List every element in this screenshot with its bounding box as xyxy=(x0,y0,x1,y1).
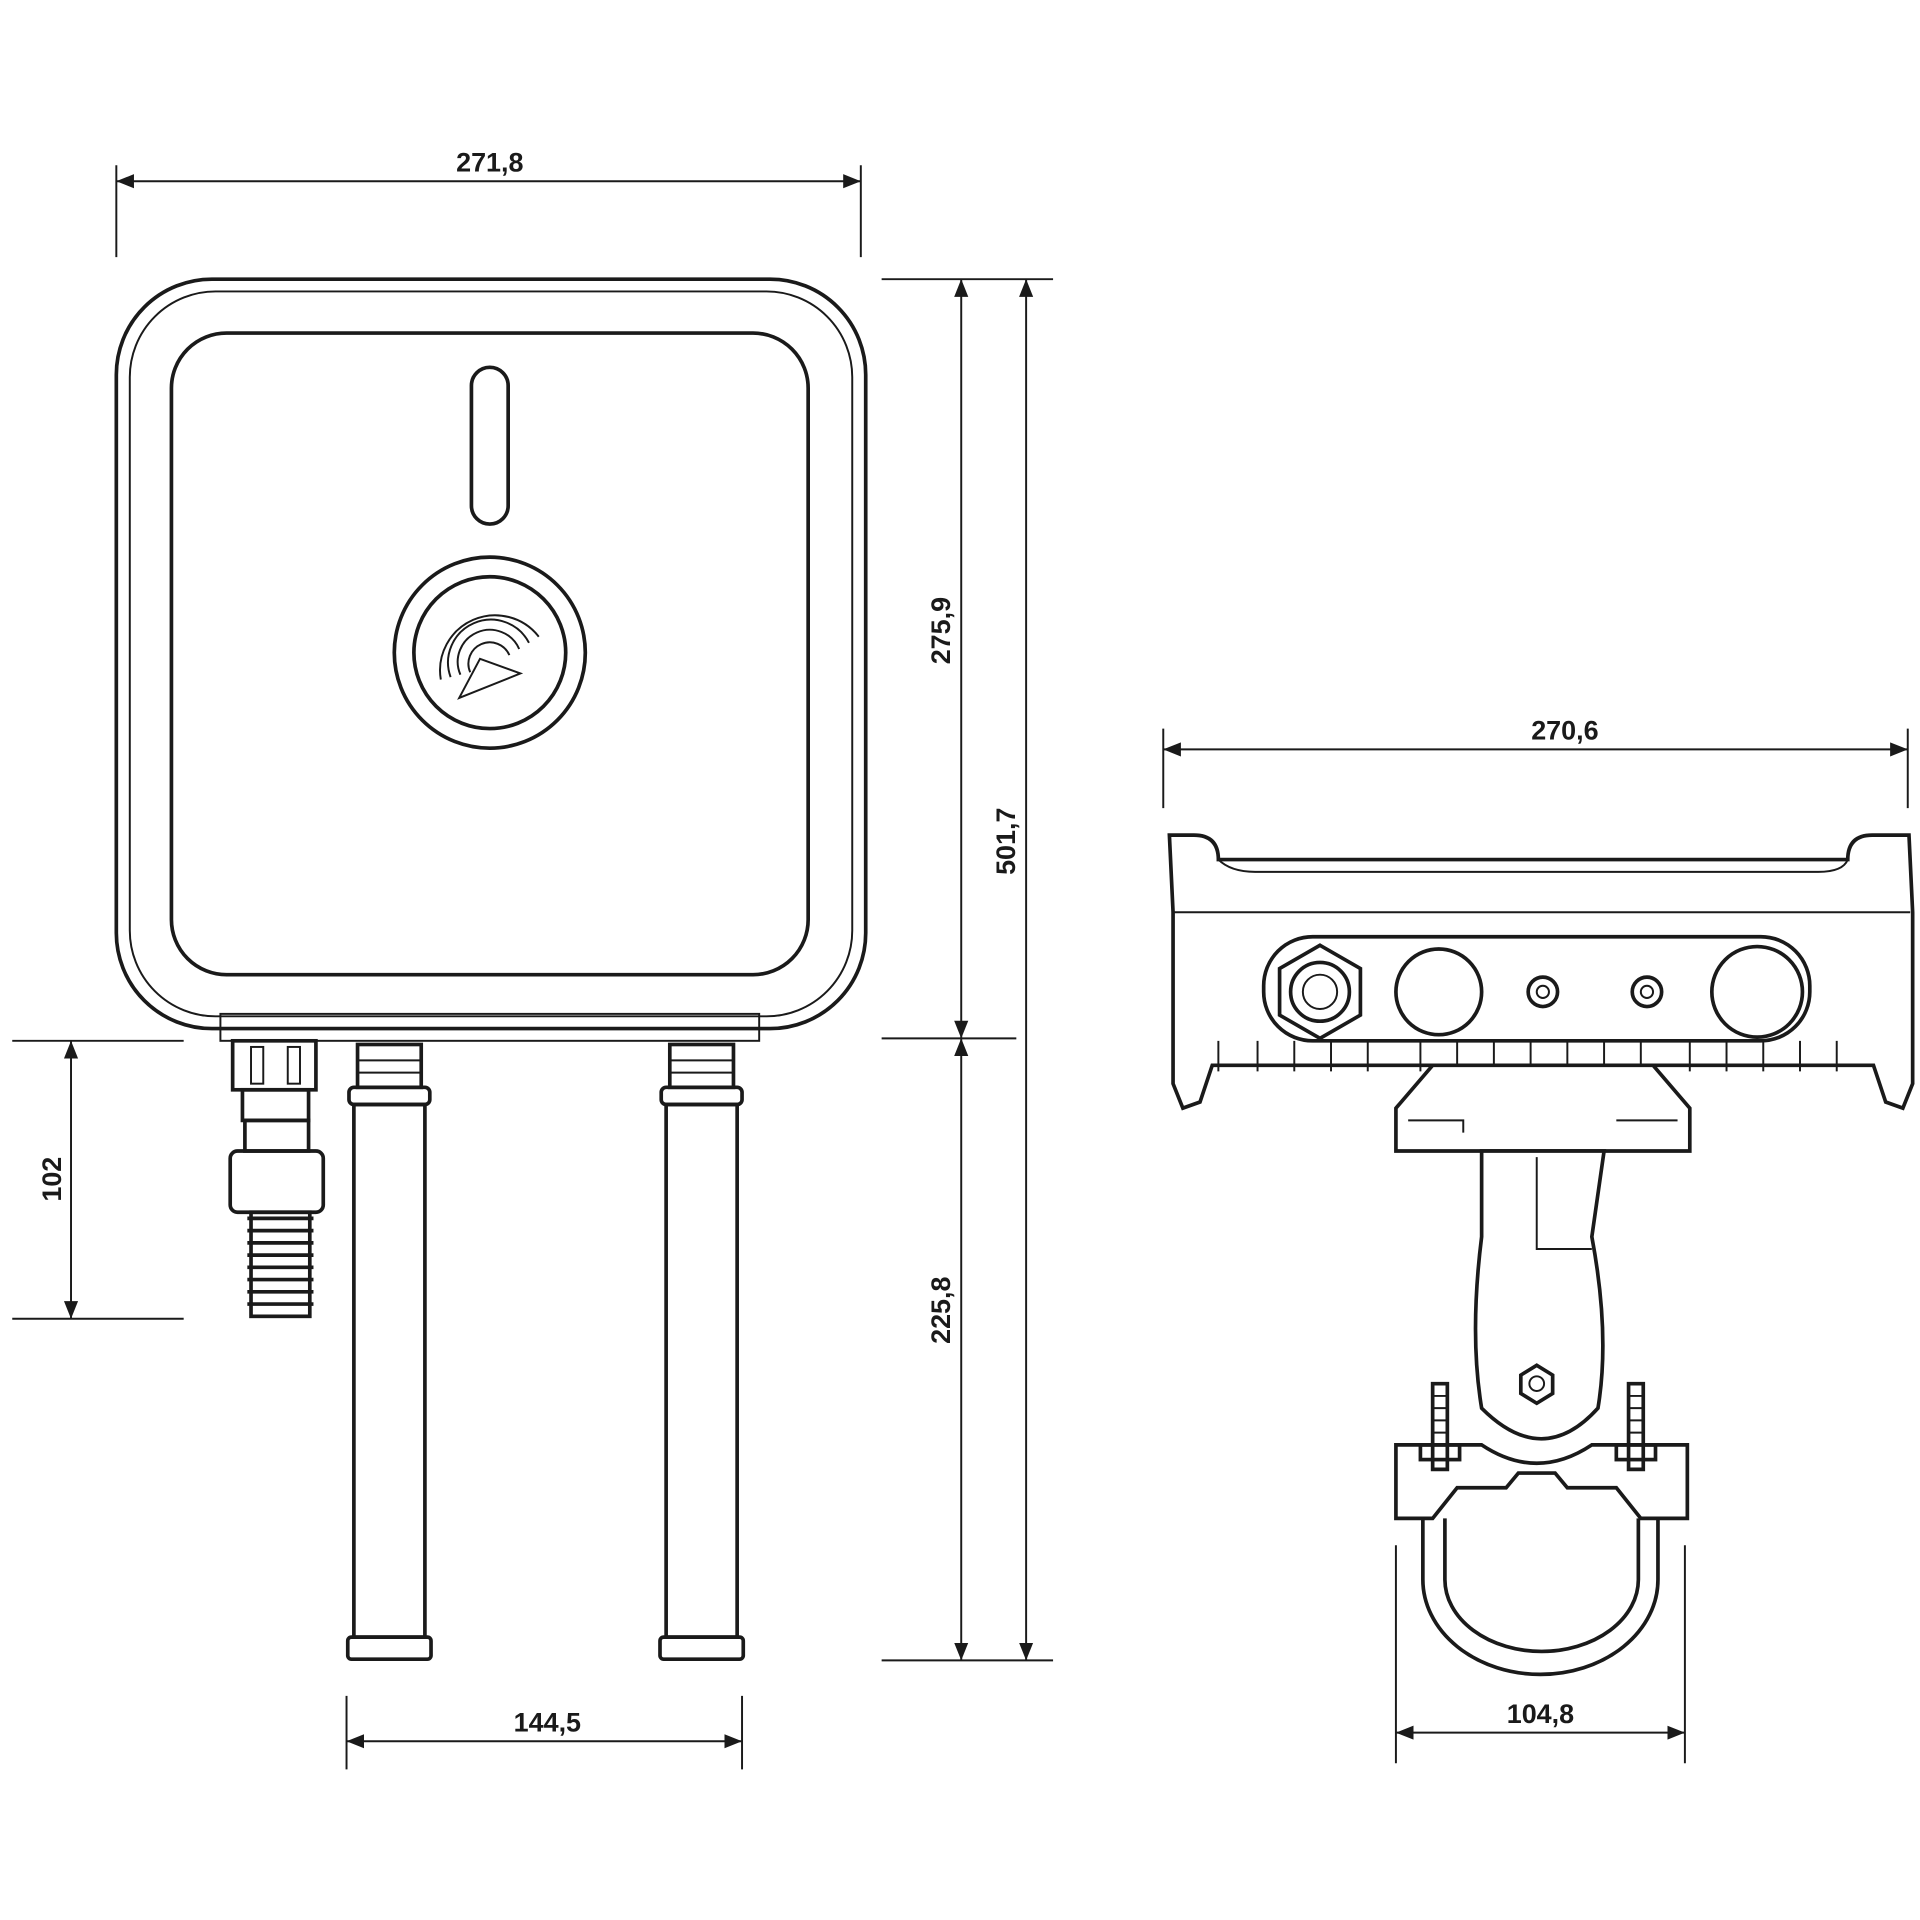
antenna-right xyxy=(658,1042,746,1662)
led-indicator-1 xyxy=(1526,975,1560,1009)
antenna-left xyxy=(345,1042,433,1662)
cooling-fins xyxy=(1217,1040,1838,1072)
status-led-slot xyxy=(469,365,510,526)
side-view: 270,6 xyxy=(1162,716,1915,1764)
connector-panel xyxy=(1261,934,1812,1043)
front-view: 271,8 275,9 501,7 225,8 102 144,5 xyxy=(12,147,1054,1770)
dim-label-144-5: 144,5 xyxy=(514,1707,581,1737)
dim-label-270-6: 270,6 xyxy=(1531,716,1598,746)
housing-outer xyxy=(114,277,868,1031)
dimension-gland: 102 xyxy=(12,1039,184,1320)
cable-gland-port xyxy=(1277,943,1363,1041)
u-bolt xyxy=(1421,1518,1660,1677)
cable-gland xyxy=(228,1038,326,1319)
port-1 xyxy=(1394,947,1484,1037)
dimension-heights: 275,9 501,7 225,8 xyxy=(881,278,1054,1662)
dim-label-104-8: 104,8 xyxy=(1507,1699,1574,1729)
led-indicator-2 xyxy=(1630,975,1664,1009)
dim-label-102: 102 xyxy=(37,1157,67,1202)
pole-mount-bracket xyxy=(1394,1063,1692,1677)
dim-label-501-7: 501,7 xyxy=(991,808,1021,875)
clamp-bolts xyxy=(1430,1381,1646,1472)
dimension-clamp-width: 104,8 xyxy=(1394,1545,1686,1764)
dimension-antenna-spacing: 144,5 xyxy=(345,1695,744,1770)
clamp-block xyxy=(1394,1443,1690,1521)
pivot-bolt-icon xyxy=(1518,1363,1555,1406)
port-2 xyxy=(1710,944,1805,1039)
dimension-width-front: 271,8 xyxy=(115,147,862,258)
housing-front-panel xyxy=(169,331,810,977)
logo-badge-icon xyxy=(392,555,588,750)
dim-label-275-9: 275,9 xyxy=(926,597,956,664)
dimension-width-side: 270,6 xyxy=(1162,716,1909,809)
dim-label-225-8: 225,8 xyxy=(926,1276,956,1343)
dim-label-271-8: 271,8 xyxy=(456,147,523,177)
